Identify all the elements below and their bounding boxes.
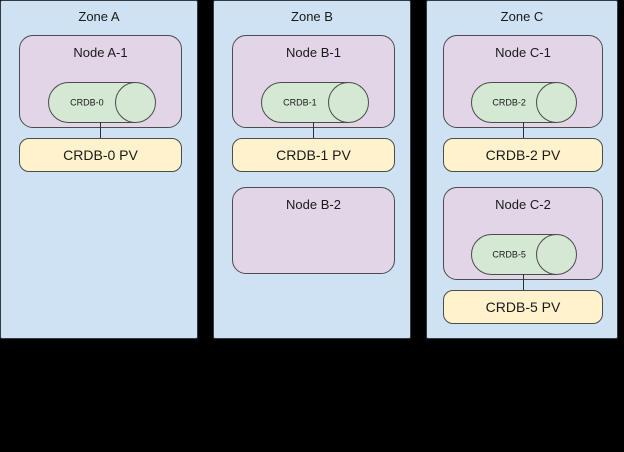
crdb-1-cylinder[interactable]: CRDB-1 bbox=[261, 82, 369, 123]
node-c-2-box[interactable]: Node C-2 CRDB-5 bbox=[443, 187, 603, 280]
zone-b-title: Zone B bbox=[291, 9, 333, 24]
cylinder-shape-icon bbox=[261, 82, 369, 123]
node-a-1-label: Node A-1 bbox=[73, 45, 128, 60]
crdb-1-pv-label: CRDB-1 PV bbox=[276, 146, 351, 163]
node-c-1-label: Node C-1 bbox=[495, 45, 551, 60]
crdb-2-pv-label: CRDB-2 PV bbox=[485, 146, 561, 163]
cylinder-shape-icon bbox=[471, 234, 577, 275]
crdb-5-pv-label: CRDB-5 PV bbox=[485, 298, 561, 315]
crdb-0-pv-box[interactable]: CRDB-0 PV bbox=[19, 138, 182, 172]
node-c-1-box[interactable]: Node C-1 CRDB-2 bbox=[443, 35, 603, 128]
crdb-5-pv-box[interactable]: CRDB-5 PV bbox=[443, 290, 603, 324]
zone-a-container[interactable]: Zone A Node A-1 CRDB-0 CRDB-0 PV bbox=[0, 0, 198, 339]
crdb-0-cylinder[interactable]: CRDB-0 bbox=[48, 82, 156, 123]
node-b-1-box[interactable]: Node B-1 CRDB-1 bbox=[232, 35, 395, 128]
crdb-2-pv-box[interactable]: CRDB-2 PV bbox=[443, 138, 603, 172]
zone-c-container[interactable]: Zone C Node C-1 CRDB-2 CRDB-2 PV Node C-… bbox=[426, 0, 618, 339]
connector-crdb-2 bbox=[523, 122, 524, 139]
connector-crdb-5 bbox=[523, 274, 524, 291]
crdb-0-pv-label: CRDB-0 PV bbox=[63, 146, 138, 163]
crdb-2-cylinder[interactable]: CRDB-2 bbox=[471, 82, 577, 123]
node-b-2-label: Node B-2 bbox=[286, 197, 341, 212]
node-a-1-box[interactable]: Node A-1 CRDB-0 bbox=[19, 35, 182, 128]
zone-a-title: Zone A bbox=[78, 9, 120, 24]
zone-c-title: Zone C bbox=[500, 9, 544, 24]
zone-b-container[interactable]: Zone B Node B-1 CRDB-1 CRDB-1 PV Node B-… bbox=[213, 0, 411, 339]
node-b-2-box[interactable]: Node B-2 bbox=[232, 187, 395, 274]
node-b-1-label: Node B-1 bbox=[286, 45, 341, 60]
crdb-5-cylinder[interactable]: CRDB-5 bbox=[471, 234, 577, 275]
connector-crdb-1 bbox=[313, 122, 314, 139]
crdb-1-pv-box[interactable]: CRDB-1 PV bbox=[232, 138, 395, 172]
cylinder-shape-icon bbox=[48, 82, 156, 123]
node-c-2-label: Node C-2 bbox=[495, 197, 551, 212]
connector-crdb-0 bbox=[100, 122, 101, 139]
cylinder-shape-icon bbox=[471, 82, 577, 123]
